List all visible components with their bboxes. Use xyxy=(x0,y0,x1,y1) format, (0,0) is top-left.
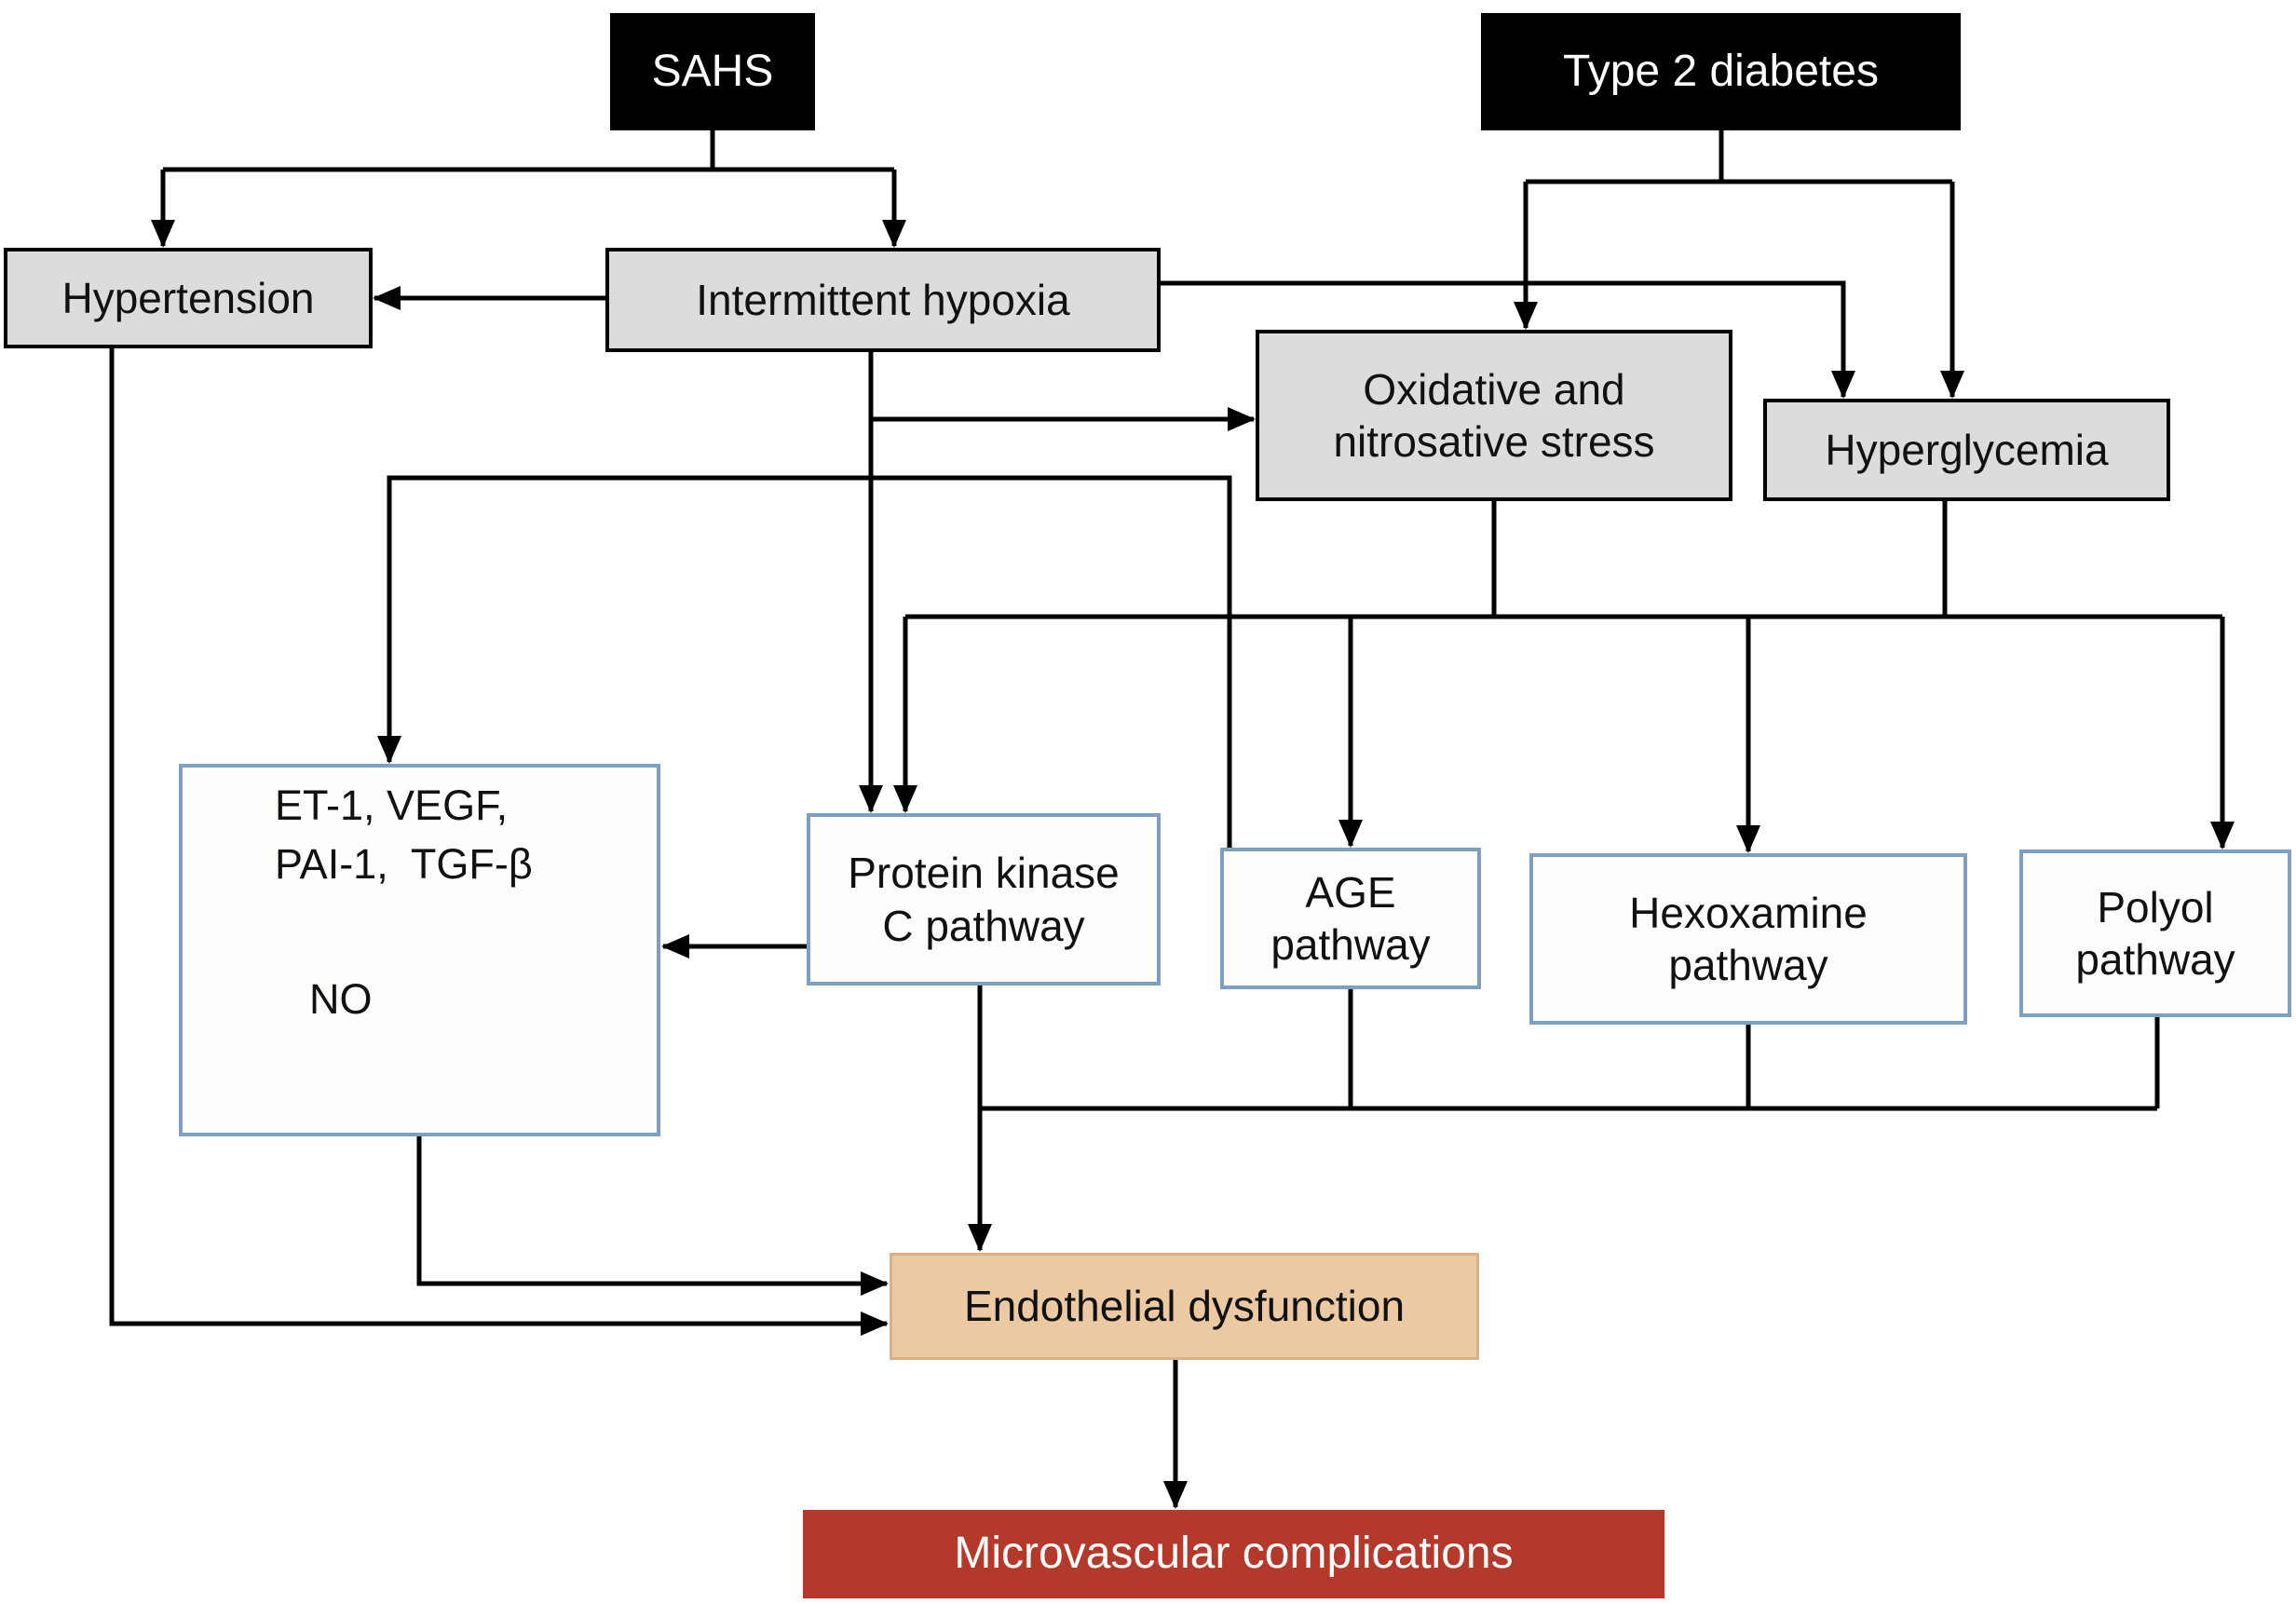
node-pkc-pathway-line2: C pathway xyxy=(882,901,1085,950)
node-sahs: SAHS xyxy=(610,13,815,130)
node-hypertension-label: Hypertension xyxy=(61,273,315,322)
node-intermittent-hypoxia: Intermittent hypoxia xyxy=(605,248,1161,352)
node-pkc-pathway: Protein kinase C pathway xyxy=(807,813,1161,986)
arrow-upperline-to-mediators xyxy=(377,475,1232,848)
node-age-pathway: AGE pathway xyxy=(1220,848,1481,989)
node-polyol-pathway: Polyol pathway xyxy=(2019,850,2291,1017)
node-hyperglycemia-label: Hyperglycemia xyxy=(1825,425,2109,474)
node-type2-diabetes: Type 2 diabetes xyxy=(1481,13,1961,130)
arrow-hypertension-to-endothelial xyxy=(109,348,889,1336)
arrow-mediators-to-endothelial xyxy=(416,1136,889,1296)
node-endothelial-dysfunction-label: Endothelial dysfunction xyxy=(963,1282,1406,1331)
mediators-up-line2: PAI-1, TGF-β xyxy=(275,840,533,888)
node-microvascular-complications-label: Microvascular complications xyxy=(954,1529,1514,1579)
arrow-hypoxia-to-hyperglycemia xyxy=(1161,280,1855,399)
node-hexoxamine-pathway: Hexoxamine pathway xyxy=(1529,853,1967,1025)
mediators-up-line1: ET-1, VEGF, xyxy=(275,782,509,829)
node-hexoxamine-pathway-line1: Hexoxamine xyxy=(1629,888,1868,937)
node-pkc-pathway-line1: Protein kinase xyxy=(848,849,1120,898)
mediators-down-item: NO xyxy=(309,975,373,1023)
node-microvascular-complications: Microvascular complications xyxy=(803,1510,1664,1598)
node-age-pathway-line1: AGE xyxy=(1305,867,1396,917)
node-polyol-pathway-line1: Polyol xyxy=(2097,882,2214,931)
node-oxidative-stress: Oxidative and nitrosative stress xyxy=(1256,330,1732,501)
node-intermittent-hypoxia-label: Intermittent hypoxia xyxy=(696,275,1070,324)
node-hyperglycemia: Hyperglycemia xyxy=(1763,399,2170,501)
node-polyol-pathway-line2: pathway xyxy=(2075,935,2235,984)
node-hexoxamine-pathway-line2: pathway xyxy=(1668,941,1828,989)
node-age-pathway-line2: pathway xyxy=(1270,920,1431,969)
node-type2-diabetes-label: Type 2 diabetes xyxy=(1563,46,1879,96)
node-endothelial-dysfunction: Endothelial dysfunction xyxy=(890,1253,1479,1360)
node-hypertension: Hypertension xyxy=(4,248,373,348)
node-mediators xyxy=(179,764,660,1136)
node-sahs-label: SAHS xyxy=(651,46,774,96)
node-oxidative-stress-line2: nitrosative stress xyxy=(1333,417,1655,466)
node-oxidative-stress-line1: Oxidative and xyxy=(1363,364,1625,414)
